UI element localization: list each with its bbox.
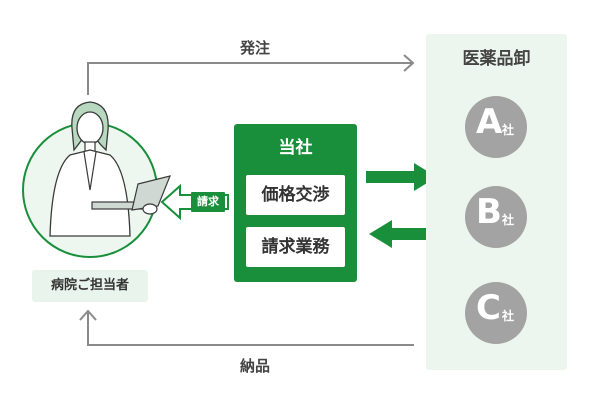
wholesaler-a-suffix: 社 [502, 123, 515, 137]
order-arrow-line [87, 62, 412, 95]
person-with-laptop-illustration [22, 101, 171, 258]
wholesaler-b-suffix: 社 [502, 213, 515, 227]
wholesaler-a-circle: A 社 [465, 96, 527, 158]
price-negotiation-box: 価格交渉 [246, 175, 345, 215]
delivery-arrow-line [87, 312, 414, 346]
order-label: 発注 [240, 39, 271, 57]
billing-box: 請求業務 [246, 227, 345, 267]
person-label: 病院ご担当者 [32, 270, 148, 302]
wholesaler-b-circle: B 社 [465, 186, 527, 248]
wholesaler-c-circle: C 社 [465, 282, 527, 344]
request-tag: 請求 [191, 192, 225, 212]
company-title: 当社 [278, 138, 313, 158]
delivery-label: 納品 [240, 357, 271, 375]
wholesaler-c-letter: C [476, 288, 501, 328]
green-arrow-right [366, 163, 437, 191]
wholesaler-a-letter: A [476, 102, 503, 142]
delivery-arrow-head [79, 309, 97, 321]
order-arrow-head [403, 54, 415, 72]
wholesaler-b-letter: B [476, 192, 502, 232]
wholesaler-panel-title: 医薬品卸 [462, 49, 531, 69]
green-arrow-left [369, 220, 436, 248]
wholesaler-c-suffix: 社 [502, 309, 515, 323]
